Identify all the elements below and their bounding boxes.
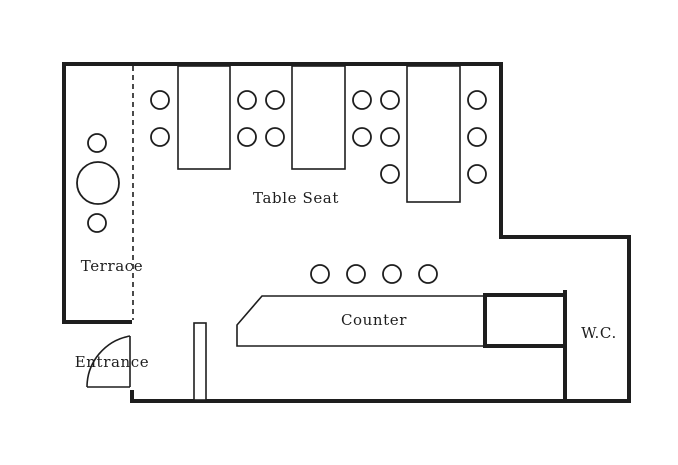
chair <box>380 127 400 147</box>
dining-table <box>177 65 231 170</box>
chair <box>380 90 400 110</box>
terrace-label: Terrace <box>81 257 143 275</box>
terrace-round-table <box>76 161 120 205</box>
chair <box>265 127 285 147</box>
kitchen-box <box>483 293 567 348</box>
chair <box>467 127 487 147</box>
chair <box>237 127 257 147</box>
counter <box>236 295 485 347</box>
wc-label: W.C. <box>581 324 617 342</box>
chair <box>352 90 372 110</box>
counter-stool <box>346 264 366 284</box>
pillar <box>193 322 207 401</box>
chair <box>150 90 170 110</box>
entrance-door-swing <box>86 335 131 388</box>
chair <box>237 90 257 110</box>
dining-table <box>406 65 461 203</box>
chair <box>352 127 372 147</box>
chair <box>467 164 487 184</box>
counter-stool <box>382 264 402 284</box>
chair <box>150 127 170 147</box>
counter-stool <box>418 264 438 284</box>
table-seat-label: Table Seat <box>253 189 339 207</box>
counter-stools <box>310 264 438 284</box>
counter-label: Counter <box>341 311 407 329</box>
chair <box>380 164 400 184</box>
outer-wall <box>62 62 631 403</box>
chair <box>467 90 487 110</box>
table-chairs <box>150 90 487 184</box>
counter-stool <box>310 264 330 284</box>
chair <box>265 90 285 110</box>
terrace-stool <box>87 213 107 233</box>
dining-table <box>291 65 346 170</box>
entrance-label: Entrance <box>75 353 150 371</box>
terrace-stool <box>87 133 107 153</box>
